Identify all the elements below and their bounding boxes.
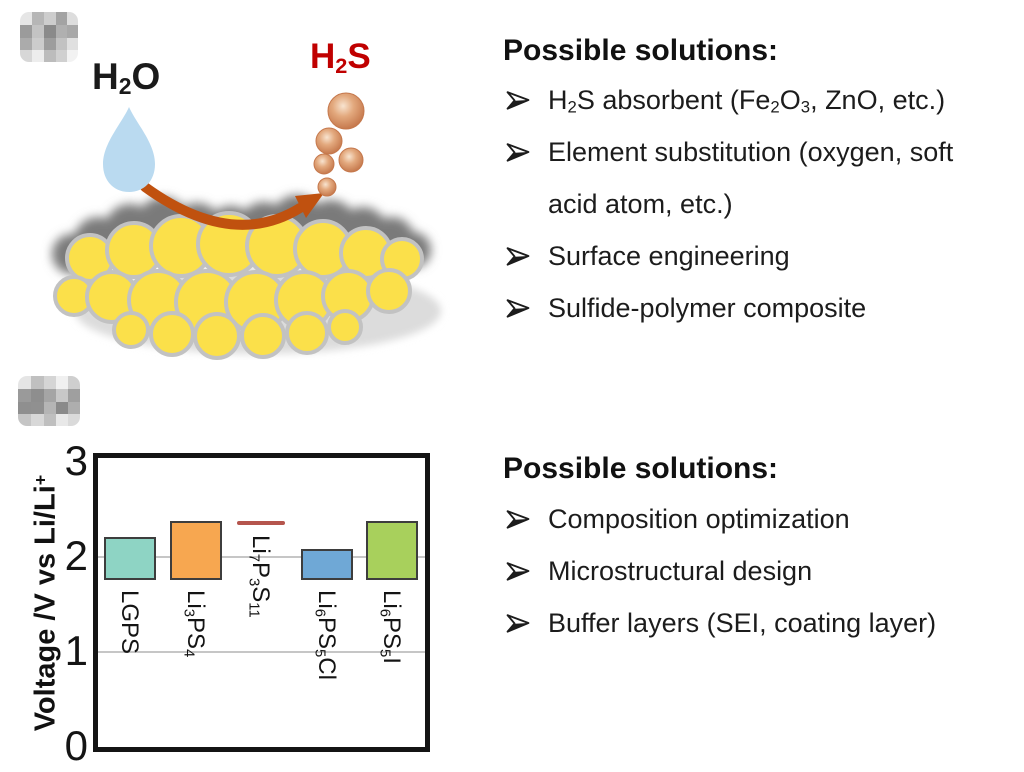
solution-item-text: acid atom, etc.) bbox=[548, 189, 733, 219]
solutions-heading: Possible solutions: bbox=[503, 452, 779, 485]
solution-item-text: Composition optimization bbox=[548, 504, 850, 534]
stability-line-Li7P3S11 bbox=[237, 520, 286, 525]
solution-item-text: Surface engineering bbox=[548, 241, 790, 271]
stability-window-panel: Possible solutions: Composition optimiza… bbox=[0, 370, 1024, 762]
water-droplet-icon bbox=[103, 107, 155, 192]
solutions-block-moisture: Possible solutions: H2S absorbent (Fe2O3… bbox=[503, 34, 1024, 364]
gridline bbox=[98, 556, 425, 558]
y-tick-label: 0 bbox=[64, 722, 88, 769]
chart-frame bbox=[93, 453, 430, 752]
solution-item: Microstructural design bbox=[503, 554, 1024, 588]
bullet-arrow-icon bbox=[506, 91, 530, 110]
solution-item: Sulfide-polymer composite bbox=[503, 291, 1024, 325]
solution-item-text: Microstructural design bbox=[548, 556, 813, 586]
solution-item-text: Sulfide-polymer composite bbox=[548, 293, 867, 323]
bar-label: Li6PS5Cl bbox=[311, 589, 340, 680]
redacted-label bbox=[18, 376, 80, 426]
solution-item: Buffer layers (SEI, coating layer) bbox=[503, 606, 1024, 640]
pixel-mosaic bbox=[18, 376, 80, 426]
pixel-mosaic bbox=[20, 12, 78, 62]
bullet-arrow-icon bbox=[506, 510, 530, 529]
bar-label: Li3PS4 bbox=[180, 589, 209, 658]
redacted-label bbox=[20, 12, 78, 62]
solutions-heading: Possible solutions: bbox=[503, 34, 779, 67]
solutions-block-stability: Possible solutions: Composition optimiza… bbox=[503, 452, 1024, 692]
bullet-arrow-icon bbox=[506, 143, 530, 162]
stability-bar-LGPS bbox=[104, 537, 156, 580]
h2o-label: H2O bbox=[92, 56, 161, 100]
bullet-arrow-icon bbox=[506, 614, 530, 633]
gas-bubbles bbox=[313, 92, 365, 197]
stability-bar-Li6PS5I bbox=[366, 520, 419, 580]
h2s-label: H2S bbox=[310, 37, 371, 78]
solution-item: Element substitution (oxygen, soft bbox=[503, 135, 1024, 169]
sulfide-particle-pile bbox=[53, 211, 424, 360]
bullet-arrow-icon bbox=[506, 562, 530, 581]
solution-item-text: H2S absorbent (Fe2O3, ZnO, etc.) bbox=[548, 85, 946, 117]
h2s-generation-panel: H2O H2S Possible solutions: H2S absorben… bbox=[0, 0, 1024, 370]
bullet-arrow-icon bbox=[506, 247, 530, 266]
solution-item-text: Element substitution (oxygen, soft bbox=[548, 137, 954, 167]
solution-item: Composition optimization bbox=[503, 502, 1024, 536]
bar-label: Li6PS5I bbox=[377, 589, 406, 664]
y-tick-label: 1 bbox=[64, 627, 88, 674]
y-axis-tick-labels: 0 1 2 3 bbox=[36, 0, 88, 769]
moisture-reaction-illustration bbox=[52, 92, 441, 360]
solution-item: H2S absorbent (Fe2O3, ZnO, etc.) bbox=[503, 83, 1024, 117]
bar-label: LGPS bbox=[116, 589, 143, 654]
solution-item: Surface engineering bbox=[503, 239, 1024, 273]
gridline bbox=[98, 651, 425, 653]
stability-bar-Li6PS5Cl bbox=[300, 549, 353, 580]
stability-bar-Li3PS4 bbox=[169, 520, 222, 580]
solution-item: acid atom, etc.) bbox=[503, 187, 1024, 221]
reaction-arrow bbox=[140, 182, 324, 230]
bullet-arrow-icon bbox=[506, 299, 530, 318]
y-tick-label: 3 bbox=[64, 437, 88, 484]
y-tick-label: 2 bbox=[64, 532, 88, 579]
bar-label: Li7P3S11 bbox=[245, 534, 275, 618]
solution-item-text: Buffer layers (SEI, coating layer) bbox=[548, 608, 937, 638]
